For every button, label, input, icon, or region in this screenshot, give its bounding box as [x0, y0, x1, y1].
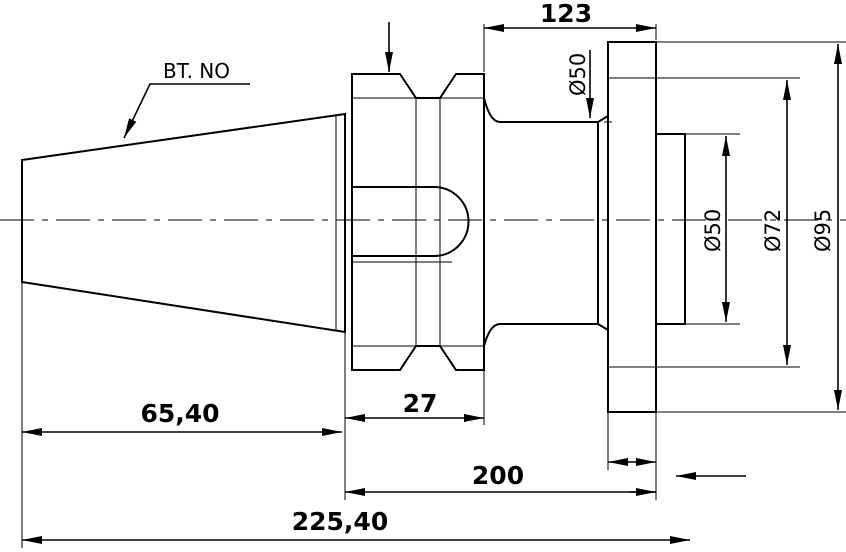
v-flange [351, 73, 485, 371]
overall-length-label: 225,40 [292, 507, 388, 536]
shank-length-label: 123 [540, 0, 592, 28]
annotation-leader [123, 83, 250, 139]
body-neck [483, 97, 609, 123]
bore-diameter-label: Ø50 [701, 209, 725, 252]
pilot-diameter-label: Ø72 [761, 209, 785, 252]
dimension-lines [22, 22, 842, 544]
extension-lines [21, 24, 846, 548]
taper-length-label: 65,40 [140, 399, 219, 428]
neck-diameter-label: Ø50 [566, 53, 590, 96]
tool-holder-outline [21, 41, 686, 413]
taper-shank [21, 112, 346, 334]
annotation-label: BT. NO [163, 59, 230, 83]
flange-width-label: 27 [403, 389, 438, 418]
dimension-labels: BT. NO 225,40 65,40 27 200 123 Ø50 Ø50 Ø… [140, 0, 835, 536]
body-length-label: 200 [472, 461, 524, 490]
end-flange [607, 41, 657, 413]
pilot-bore [655, 133, 686, 325]
drive-slot [352, 186, 470, 257]
flange-diameter-label: Ø95 [811, 209, 835, 252]
